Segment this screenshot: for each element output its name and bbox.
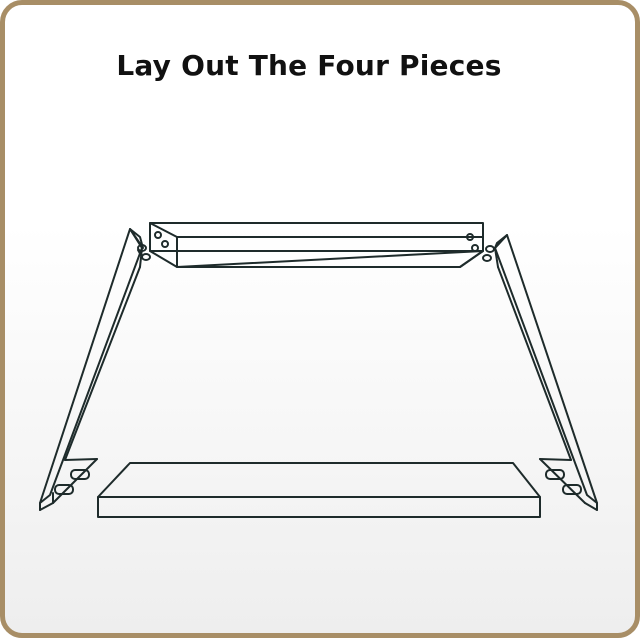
step-title: Lay Out The Four Pieces [116, 49, 502, 82]
four-pieces-illustration [39, 222, 598, 518]
left-side-rail-piece [39, 228, 151, 511]
bottom-board-piece [97, 462, 541, 518]
right-side-rail-piece [482, 234, 598, 511]
top-rail-piece [149, 222, 484, 268]
